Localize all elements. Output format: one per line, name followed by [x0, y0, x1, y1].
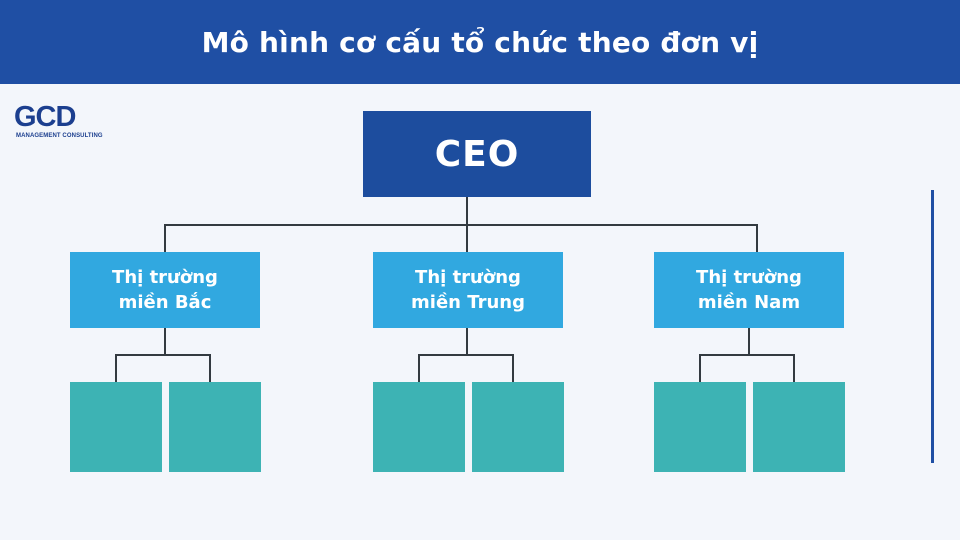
connector-south-left	[699, 354, 701, 382]
connector-market-horizontal	[164, 224, 758, 226]
subunit-south-1	[654, 382, 746, 472]
connector-north-left	[115, 354, 117, 382]
subunit-central-2	[472, 382, 564, 472]
connector-north-right	[209, 354, 211, 382]
unit-north-line1: Thị trường	[112, 267, 218, 288]
connector-south-right	[793, 354, 795, 382]
connector-north-stem	[164, 328, 166, 355]
unit-central-line1: Thị trường	[415, 267, 521, 288]
unit-south: Thị trường miền Nam	[654, 252, 844, 328]
logo-subtitle: MANAGEMENT CONSULTING	[16, 133, 103, 139]
connector-south-stem	[748, 328, 750, 355]
connector-south-down	[756, 224, 758, 252]
connector-central-left	[418, 354, 420, 382]
unit-north-line2: miền Bắc	[118, 292, 212, 313]
subunit-north-2	[169, 382, 261, 472]
header-bar: Mô hình cơ cấu tổ chức theo đơn vị	[0, 0, 960, 84]
subunit-north-1	[70, 382, 162, 472]
connector-south-bar	[699, 354, 795, 356]
subunit-central-1	[373, 382, 465, 472]
unit-south-line1: Thị trường	[696, 267, 802, 288]
subunit-south-2	[753, 382, 845, 472]
side-divider	[931, 190, 934, 463]
unit-north: Thị trường miền Bắc	[70, 252, 260, 328]
connector-north-down	[164, 224, 166, 252]
ceo-node: CEO	[363, 111, 591, 197]
connector-north-bar	[115, 354, 211, 356]
unit-south-line2: miền Nam	[697, 292, 801, 313]
unit-central: Thị trường miền Trung	[373, 252, 563, 328]
connector-central-bar	[418, 354, 514, 356]
company-logo: GCD MANAGEMENT CONSULTING	[14, 101, 103, 142]
unit-central-line2: miền Trung	[411, 292, 525, 313]
connector-central-right	[512, 354, 514, 382]
page-title: Mô hình cơ cấu tổ chức theo đơn vị	[201, 25, 759, 59]
connector-central-stem	[466, 328, 468, 355]
logo-mark: GCD	[14, 101, 76, 133]
